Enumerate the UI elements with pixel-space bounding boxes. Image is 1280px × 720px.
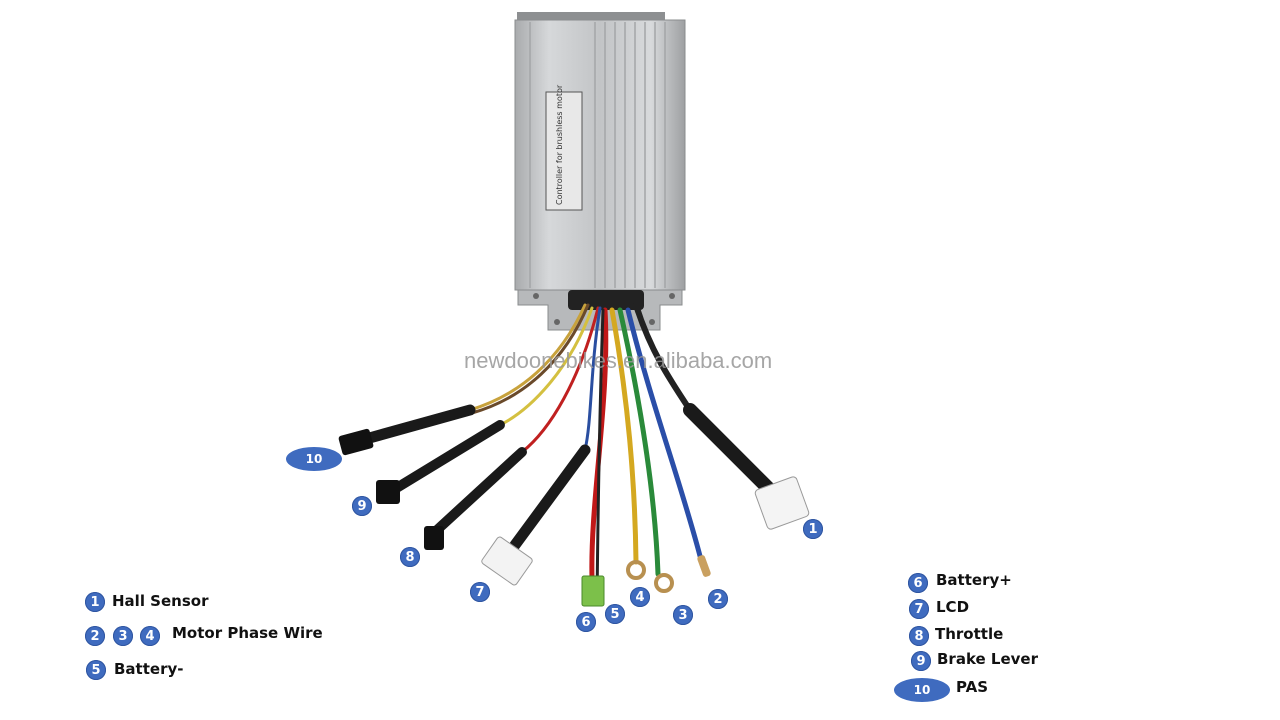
legend-label: Hall Sensor [112, 592, 209, 610]
legend-badge: 4 [140, 626, 160, 646]
legend-label: Brake Lever [937, 650, 1039, 668]
wire-harness [349, 302, 779, 607]
legend-label: Motor Phase Wire [172, 624, 323, 642]
legend-label: PAS [956, 678, 989, 696]
legend-badge: 5 [86, 660, 106, 680]
legend-badge: 10 [894, 678, 950, 702]
callout-9: 9 [352, 496, 372, 516]
callout-8: 8 [400, 547, 420, 567]
legend-badge: 1 [85, 592, 105, 612]
watermark: newdoonebikes.en.alibaba.com [464, 348, 773, 373]
product-label: Controller for brushless motor [555, 84, 564, 205]
callout-2: 2 [708, 589, 728, 609]
legend-badge: 7 [909, 599, 929, 619]
callout-1: 1 [803, 519, 823, 539]
legend-badge: 9 [911, 651, 931, 671]
controller-housing: Controller for brushless motor [514, 12, 686, 331]
callout-6: 6 [576, 612, 596, 632]
legend-label: Battery- [114, 660, 184, 678]
legend-badge: 3 [113, 626, 133, 646]
legend-badge: 6 [908, 573, 928, 593]
callout-10: 10 [286, 447, 342, 471]
callout-4: 4 [630, 587, 650, 607]
connectors [338, 428, 810, 607]
legend-label: Throttle [935, 625, 1004, 643]
callout-5: 5 [605, 604, 625, 624]
legend-badge: 8 [909, 626, 929, 646]
legend-label: Battery+ [936, 571, 1012, 589]
legend-label: LCD [936, 598, 970, 616]
callout-3: 3 [673, 605, 693, 625]
callout-7: 7 [470, 582, 490, 602]
legend-badge: 2 [85, 626, 105, 646]
